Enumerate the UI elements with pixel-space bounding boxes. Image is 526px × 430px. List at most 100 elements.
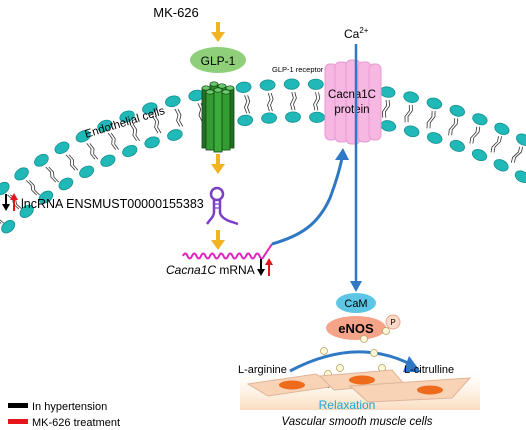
legend-label-treatment: MK-626 treatment <box>32 417 120 429</box>
cam-protein: CaM <box>336 293 376 313</box>
vsmc-label: Vascular smooth muscle cells <box>281 416 432 428</box>
lipid-head-outer <box>97 119 113 132</box>
no-molecule <box>360 335 368 343</box>
lipid-head-outer <box>165 95 181 108</box>
lipid-tail <box>86 143 96 160</box>
receptor-helix-top <box>209 81 219 87</box>
lipid-head-outer <box>449 104 465 117</box>
lipid-head-outer <box>379 86 396 98</box>
lipid-head-inner <box>261 112 277 124</box>
lipid-head-inner <box>471 148 488 162</box>
smooth-muscle-cells <box>240 369 480 410</box>
lipid-head-outer <box>403 91 419 103</box>
drug-label: MK-626 <box>153 5 199 20</box>
enos-protein: eNOS P <box>326 314 401 340</box>
no-molecule <box>382 327 390 335</box>
up-arrow-icon <box>265 258 273 276</box>
down-arrow-icon <box>2 194 10 211</box>
legend-swatch-hypertension <box>8 403 28 408</box>
endothelial-cells-label: Endothelial cells <box>83 105 166 141</box>
lipid-tail <box>293 91 297 111</box>
lncrna-label: lncRNA ENSMUST00000155383 <box>21 197 204 211</box>
lipid-head-outer <box>472 113 488 126</box>
calcium-label: Ca2+ <box>344 26 369 41</box>
receptor-helix-top <box>205 89 215 95</box>
no-molecule <box>320 347 328 355</box>
enos-label: eNOS <box>338 321 374 336</box>
lipid-tail <box>129 123 137 142</box>
lipid-tail <box>429 110 436 129</box>
lipid-head-outer <box>283 78 300 90</box>
lipid-tail <box>469 126 478 144</box>
lipid-head-inner <box>514 170 526 183</box>
lipid-head-inner <box>58 177 74 191</box>
reaction-arrow <box>289 350 421 373</box>
lipid-tail <box>316 92 321 111</box>
lipid-tail <box>426 110 433 129</box>
drug-to-glp1-arrow <box>211 22 225 42</box>
lipid-tail <box>247 95 251 114</box>
lipid-tail <box>244 95 248 114</box>
lipid-head-outer <box>142 102 158 115</box>
cacna1c-mrna <box>182 243 273 260</box>
relaxation-label: Relaxation <box>319 398 376 412</box>
lipid-head-inner <box>237 114 254 127</box>
receptor-helix-top <box>213 87 223 93</box>
receptor-helix-top <box>217 83 227 89</box>
lipid-tail <box>0 221 2 224</box>
lncrna-structure <box>206 186 239 226</box>
lipid-tail <box>107 132 117 150</box>
lipid-tail <box>270 92 274 112</box>
lipid-head-outer <box>14 167 29 181</box>
mrna-to-channel-arrow <box>271 148 349 246</box>
lipid-head-inner <box>79 165 95 179</box>
lipid-tail <box>381 99 387 118</box>
receptor-helix-top <box>221 89 231 95</box>
lipid-head-outer <box>516 133 526 146</box>
lipid-head-inner <box>38 190 54 204</box>
lipid-tail <box>513 146 524 163</box>
cam-label: CaM <box>344 298 367 310</box>
no-molecule <box>370 349 378 357</box>
cacna1c-channel: Cacna1C protein <box>324 59 382 145</box>
lipid-head-outer <box>235 81 252 93</box>
calcium-influx-arrow <box>350 44 362 292</box>
lipid-head-inner <box>449 139 465 152</box>
glp1-receptor <box>201 81 235 153</box>
lipid-head-outer <box>119 110 135 123</box>
lipid-head-inner <box>426 132 443 144</box>
lipid-tail <box>404 104 410 123</box>
lipid-head-inner <box>144 136 160 149</box>
calcium-symbol: Ca <box>344 27 360 41</box>
lipid-tail <box>472 126 481 144</box>
mrna-suffix: mRNA <box>216 263 255 277</box>
lipid-tail <box>151 115 159 134</box>
mrna-gene-name: Cacna1C <box>166 263 216 277</box>
lipid-tail <box>45 166 56 183</box>
lipid-tail <box>448 118 456 136</box>
lipid-tail <box>132 123 140 142</box>
glp1-receptor-label: GLP-1 receptor <box>272 65 324 74</box>
lipid-head-outer <box>54 141 70 155</box>
lipid-head-inner <box>403 125 420 138</box>
channel-label-line2: protein <box>334 104 369 116</box>
legend-swatch-treatment <box>8 419 28 424</box>
lipid-head-outer <box>0 181 10 196</box>
legend-label-hypertension: In hypertension <box>32 401 107 413</box>
lipid-head-outer <box>34 153 49 167</box>
lipid-tail <box>490 136 499 153</box>
up-arrow-icon <box>10 193 18 211</box>
lipid-tail <box>68 154 79 171</box>
lipid-tail <box>493 136 502 153</box>
lipid-head-outer <box>259 79 276 91</box>
lipid-tail <box>110 132 120 150</box>
lipid-tail <box>154 115 162 134</box>
lipid-tail <box>65 154 76 171</box>
lipid-head-inner <box>122 145 138 157</box>
receptor-to-lncrna-arrow <box>211 154 225 174</box>
calcium-charge: 2+ <box>359 26 368 35</box>
lipid-head-inner <box>1 219 16 234</box>
lipid-tail <box>313 92 318 111</box>
lipid-tail <box>384 99 390 118</box>
